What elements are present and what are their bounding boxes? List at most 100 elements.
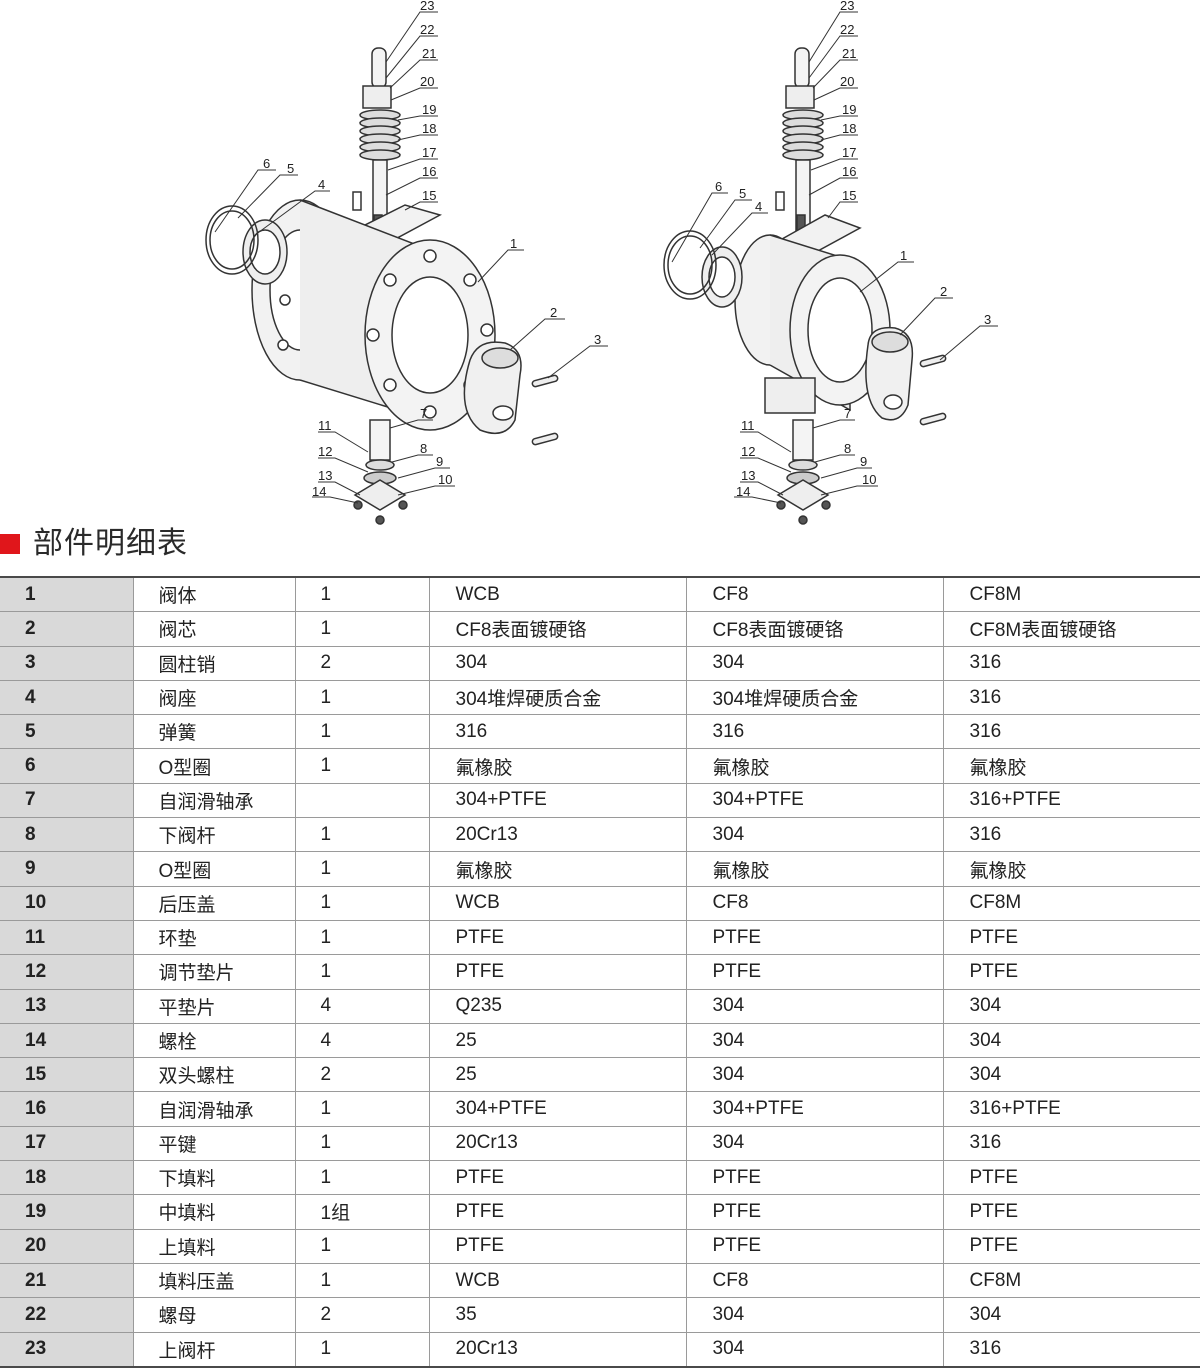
material-1-cell: PTFE (429, 920, 687, 956)
material-3-cell: 316 (943, 646, 1200, 681)
callout-12: 12 (318, 444, 332, 459)
material-2-cell: PTFE (686, 954, 944, 990)
callout-11: 11 (318, 418, 332, 433)
quantity-cell: 1 (295, 886, 430, 921)
material-3-cell: PTFE (943, 1194, 1200, 1230)
callout-18: 18 (842, 121, 856, 136)
material-3-cell: 316 (943, 714, 1200, 750)
material-2-cell: 304 (686, 1332, 944, 1368)
material-1-cell: PTFE (429, 1229, 687, 1264)
material-1-cell: PTFE (429, 954, 687, 990)
material-3-cell: 氟橡胶 (943, 748, 1200, 784)
material-3-cell: CF8M (943, 1263, 1200, 1299)
part-number-cell: 17 (0, 1126, 134, 1162)
material-3-cell: PTFE (943, 920, 1200, 956)
material-1-cell: WCB (429, 1263, 687, 1299)
material-2-cell: 304 (686, 817, 944, 853)
callout-5: 5 (287, 161, 294, 176)
quantity-cell: 1 (295, 954, 430, 990)
material-2-cell: CF8 (686, 577, 944, 613)
callout-1: 1 (510, 236, 517, 251)
callout-21: 21 (422, 46, 436, 61)
callout-13: 13 (318, 468, 332, 483)
quantity-cell: 1 (295, 1229, 430, 1264)
callout-7: 7 (844, 406, 851, 421)
quantity-cell: 2 (295, 646, 430, 681)
material-2-cell: 304 (686, 646, 944, 681)
material-2-cell: CF8 (686, 1263, 944, 1299)
part-number-cell: 23 (0, 1332, 134, 1368)
right-valve-illustration (663, 47, 947, 525)
red-square-icon (0, 534, 20, 554)
material-1-cell: PTFE (429, 1194, 687, 1230)
quantity-cell: 1 (295, 714, 430, 750)
part-name-cell: 圆柱销 (133, 646, 296, 681)
callout-22: 22 (840, 22, 854, 37)
part-name-cell: 上填料 (133, 1229, 296, 1264)
part-number-cell: 19 (0, 1194, 134, 1230)
material-1-cell: 304 (429, 646, 687, 681)
material-3-cell: 316 (943, 817, 1200, 853)
material-2-cell: 304+PTFE (686, 1091, 944, 1127)
part-name-cell: 下填料 (133, 1160, 296, 1196)
quantity-cell: 1 (295, 577, 430, 613)
part-name-cell: 阀座 (133, 680, 296, 716)
quantity-cell: 1 (295, 1091, 430, 1127)
callout-16: 16 (422, 164, 436, 179)
part-name-cell: 下阀杆 (133, 817, 296, 853)
callout-7: 7 (420, 406, 427, 421)
quantity-cell: 1 (295, 1332, 430, 1368)
material-1-cell: CF8表面镀硬铬 (429, 611, 687, 647)
quantity-cell: 1 (295, 680, 430, 716)
material-2-cell: CF8表面镀硬铬 (686, 611, 944, 647)
material-2-cell: PTFE (686, 1160, 944, 1196)
part-name-cell: 螺栓 (133, 1023, 296, 1059)
material-3-cell: 316 (943, 1126, 1200, 1162)
material-2-cell: PTFE (686, 1229, 944, 1264)
callout-3: 3 (984, 312, 991, 327)
part-number-cell: 16 (0, 1091, 134, 1127)
material-3-cell: CF8M (943, 886, 1200, 921)
quantity-cell: 4 (295, 1023, 430, 1059)
material-2-cell: 304 (686, 989, 944, 1024)
material-3-cell: 316+PTFE (943, 783, 1200, 819)
part-name-cell: 弹簧 (133, 714, 296, 750)
material-2-cell: 316 (686, 714, 944, 750)
part-number-cell: 5 (0, 714, 134, 750)
material-1-cell: 氟橡胶 (429, 851, 687, 887)
quantity-cell: 4 (295, 989, 430, 1024)
part-name-cell: O型圈 (133, 748, 296, 784)
callout-13: 13 (741, 468, 755, 483)
material-1-cell: 304+PTFE (429, 783, 687, 819)
part-name-cell: 上阀杆 (133, 1332, 296, 1368)
material-1-cell: PTFE (429, 1160, 687, 1196)
callout-19: 19 (842, 102, 856, 117)
callout-21: 21 (842, 46, 856, 61)
material-2-cell: PTFE (686, 920, 944, 956)
part-number-cell: 1 (0, 577, 134, 613)
quantity-cell: 1 (295, 851, 430, 887)
callout-2: 2 (550, 305, 557, 320)
callout-10: 10 (862, 472, 876, 487)
material-1-cell: WCB (429, 886, 687, 921)
callout-15: 15 (842, 188, 856, 203)
material-2-cell: 304 (686, 1057, 944, 1093)
part-name-cell: 环垫 (133, 920, 296, 956)
part-name-cell: 后压盖 (133, 886, 296, 921)
part-name-cell: 中填料 (133, 1194, 296, 1230)
material-1-cell: 20Cr13 (429, 1126, 687, 1162)
quantity-cell: 1 (295, 1160, 430, 1196)
part-name-cell: 阀芯 (133, 611, 296, 647)
callout-2: 2 (940, 284, 947, 299)
